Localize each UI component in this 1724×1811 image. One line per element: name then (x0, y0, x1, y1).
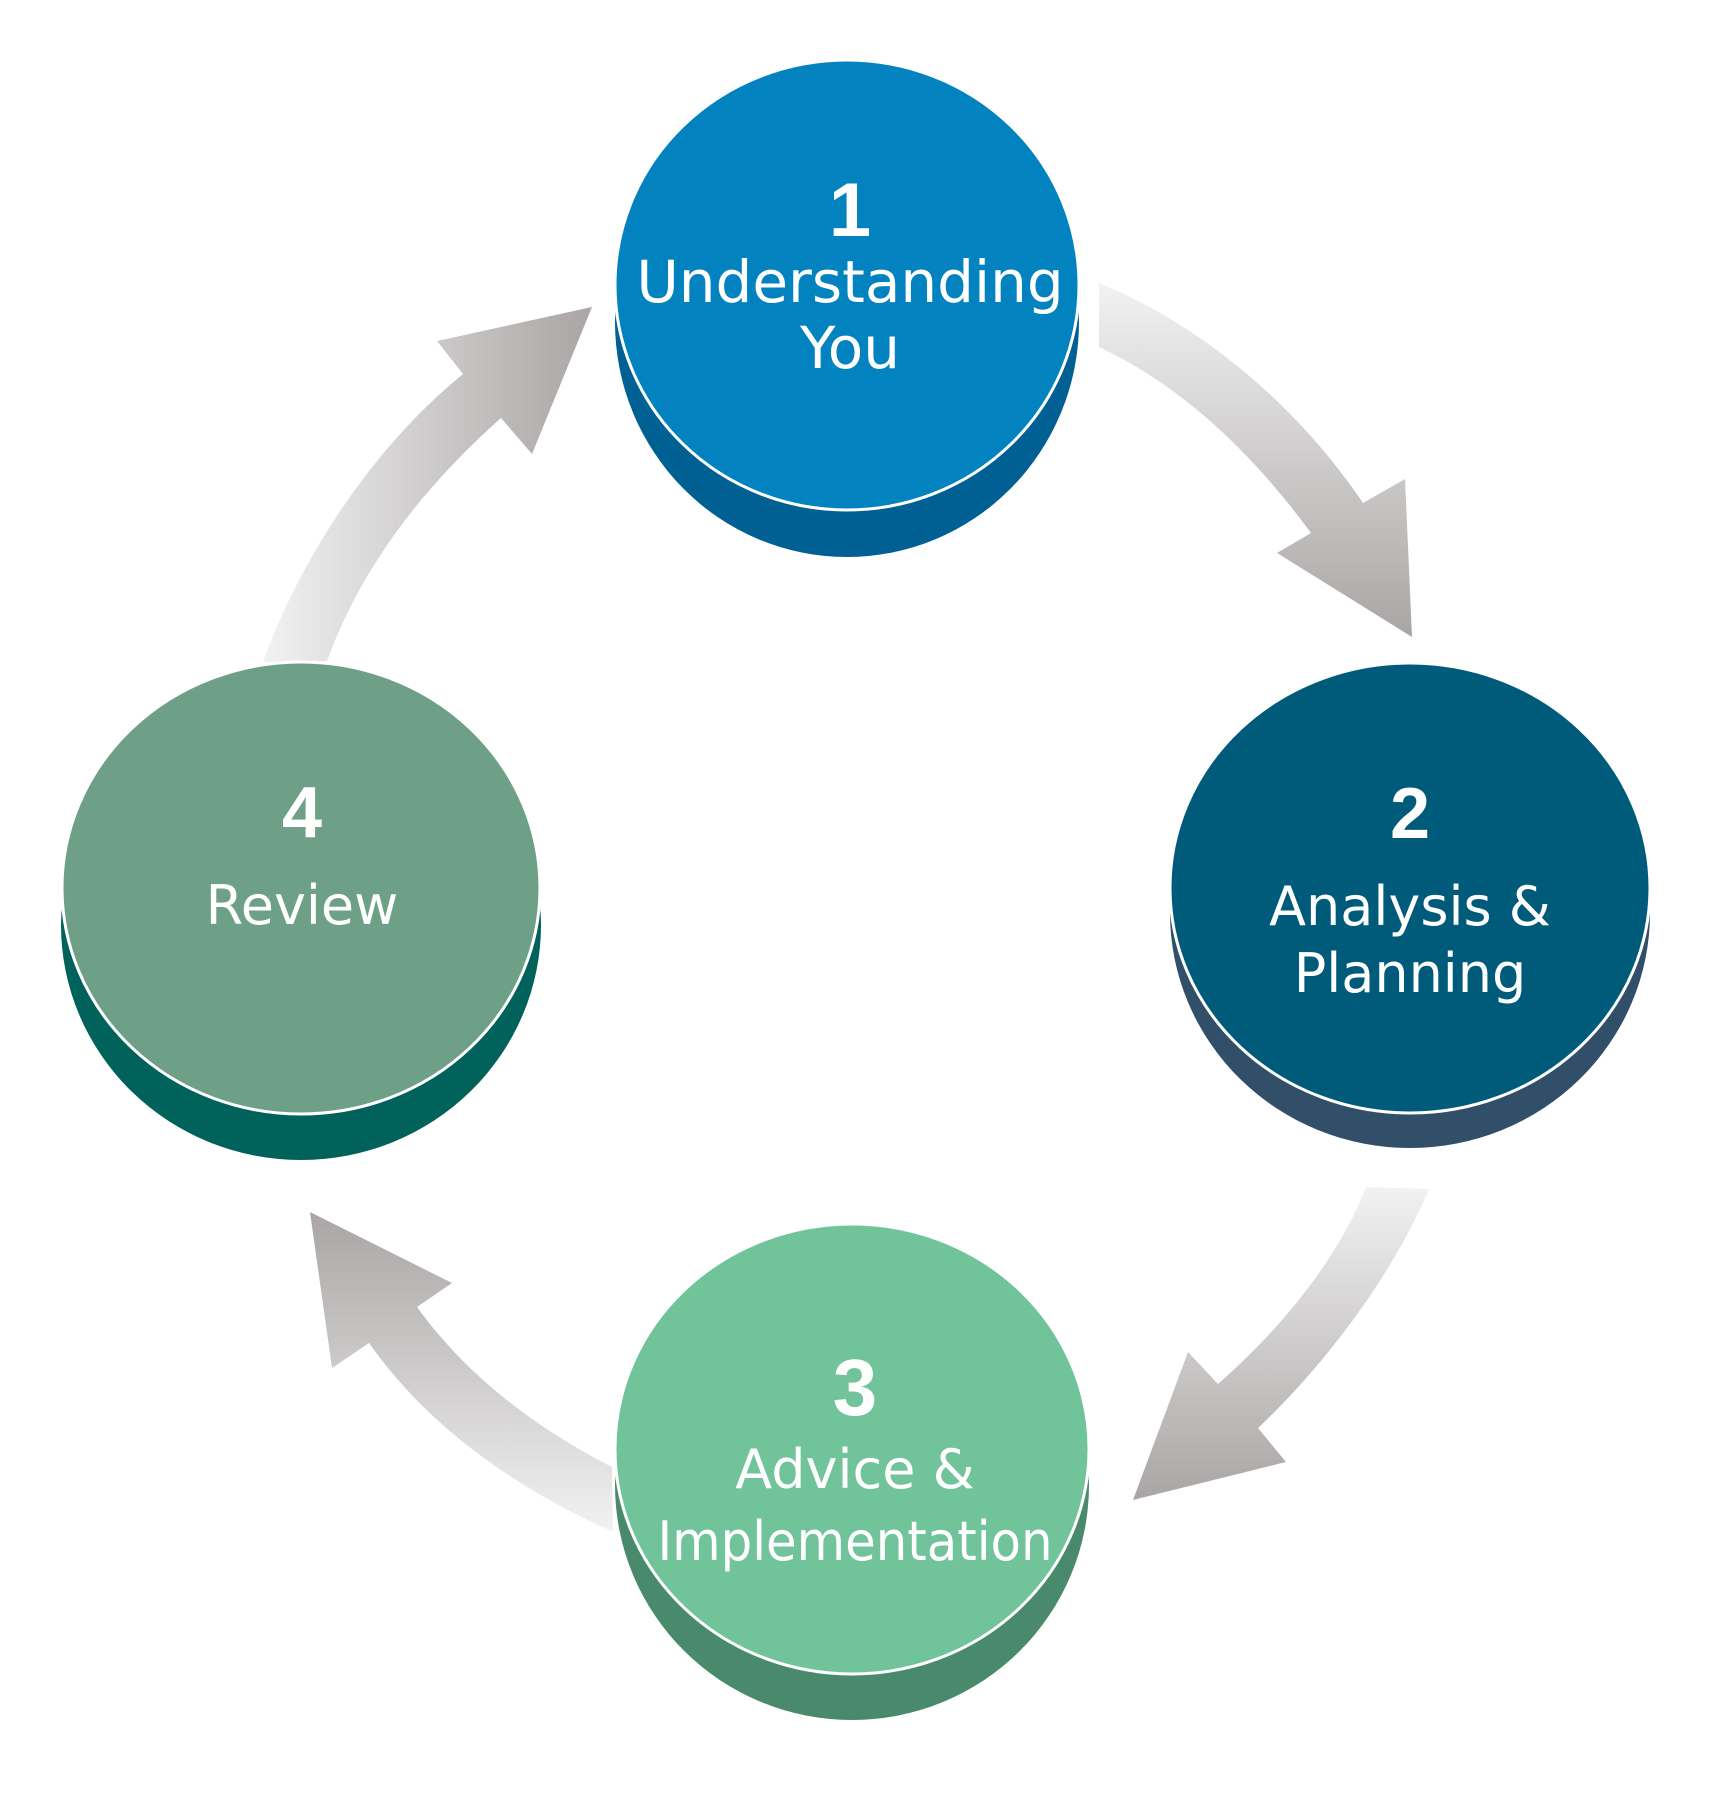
step-1-node: 1 Understanding You (613, 58, 1081, 557)
step-2-number: 2 (1390, 774, 1430, 854)
arrow-2-to-3 (1133, 1187, 1429, 1500)
arrow-1-to-2-shape (1099, 283, 1412, 637)
step-2-node: 2 Analysis & Planning (1168, 661, 1652, 1148)
arrow-3-to-4-shape (310, 1212, 613, 1532)
step-4-number: 4 (282, 773, 322, 853)
arrow-4-to-1-shape (263, 307, 592, 662)
step-3-face (613, 1222, 1091, 1676)
arrow-2-to-3-shape (1133, 1187, 1429, 1500)
step-3-number: 3 (833, 1343, 878, 1432)
step-1-number: 1 (829, 168, 871, 253)
step-2-label-line-2: Planning (1294, 942, 1527, 1005)
step-4-face (60, 660, 542, 1116)
step-4-label-line-1: Review (206, 874, 399, 937)
step-4-node: 4 Review (60, 660, 542, 1160)
step-2-label-line-1: Analysis & (1269, 875, 1551, 938)
step-1-label-line-1: Understanding (636, 248, 1063, 316)
arrow-4-to-1 (263, 307, 592, 662)
arrow-1-to-2 (1099, 283, 1412, 637)
arrow-3-to-4 (310, 1212, 613, 1532)
step-1-face (613, 58, 1081, 512)
step-1-label-line-2: You (799, 314, 900, 382)
step-3-label-line-2: Implementation (658, 1510, 1053, 1573)
step-3-node: 3 Advice & Implementation (613, 1222, 1091, 1720)
step-2-face (1168, 661, 1652, 1115)
step-3-label-line-1: Advice & (735, 1438, 974, 1501)
